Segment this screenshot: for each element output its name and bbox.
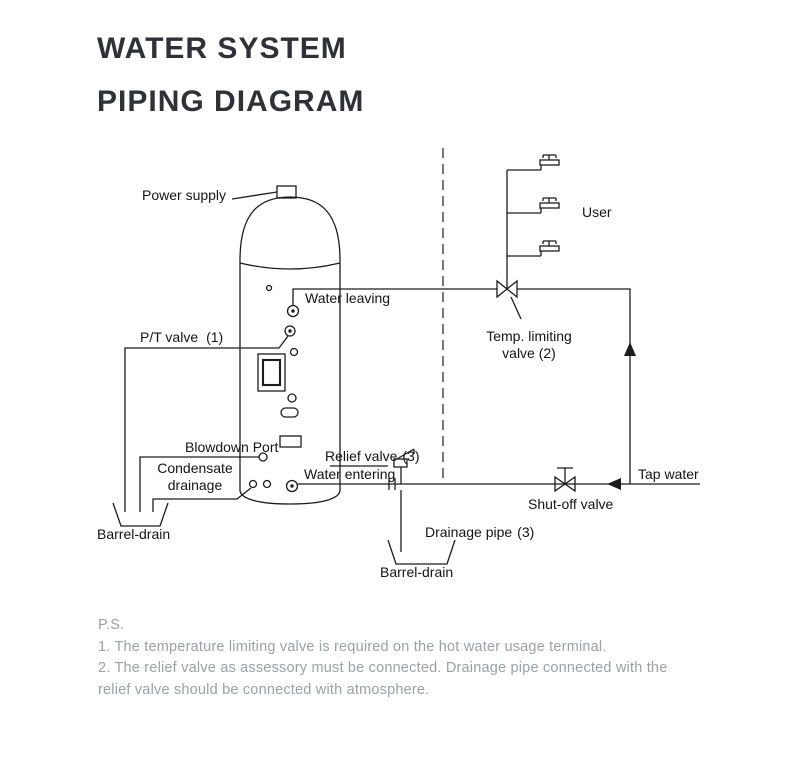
label-pt-valve-ref: (1) bbox=[206, 329, 224, 345]
water-entering-port bbox=[285, 479, 299, 493]
pt-valve-port bbox=[284, 325, 296, 337]
faucet-icon bbox=[539, 240, 560, 256]
arrow-up-icon bbox=[624, 342, 636, 356]
label-temp-limiting-valve: Temp. limiting valve (2) bbox=[481, 328, 577, 362]
nameplate-rect bbox=[279, 435, 302, 448]
note-line-2: 2. The relief valve as assessory must be… bbox=[98, 660, 668, 676]
label-water-entering: Water entering bbox=[304, 466, 396, 482]
label-relief-valve-ref: (3) bbox=[402, 448, 420, 464]
water-heater-tank bbox=[239, 185, 341, 505]
relief-valve-icon bbox=[388, 448, 415, 490]
label-tap-water: Tap water bbox=[638, 466, 699, 482]
label-temp-limiting-line1: Temp. limiting bbox=[486, 328, 572, 344]
notes: P.S. 1. The temperature limiting valve i… bbox=[98, 615, 667, 701]
label-shutoff-valve: Shut-off valve bbox=[528, 496, 614, 512]
label-condensate-line2: drainage bbox=[167, 477, 223, 493]
pipe-hot-water bbox=[292, 169, 631, 484]
shutoff-valve-icon bbox=[554, 467, 576, 493]
note-ps: P.S. bbox=[98, 617, 125, 633]
label-drainage-pipe: Drainage pipe(3) bbox=[425, 524, 534, 540]
leader-lines bbox=[231, 191, 388, 467]
label-user: User bbox=[582, 204, 612, 220]
label-condensate-line1: Condensate bbox=[157, 460, 233, 476]
nameplate-oval bbox=[280, 407, 299, 418]
sensor-port bbox=[265, 284, 273, 292]
temp-limiting-valve-icon bbox=[496, 279, 522, 320]
condensate-ports bbox=[248, 479, 272, 489]
pipe-left-drains bbox=[124, 335, 289, 512]
label-relief-valve-text: Relief valve bbox=[325, 448, 398, 464]
page-title: WATER SYSTEM PIPING DIAGRAM bbox=[97, 22, 364, 128]
label-condensate-drainage: Condensate drainage bbox=[150, 460, 240, 494]
label-pt-valve-text: P/T valve bbox=[140, 329, 199, 345]
title-line-2: PIPING DIAGRAM bbox=[97, 85, 365, 118]
label-barrel-drain-left: Barrel-drain bbox=[97, 526, 171, 542]
barrel-drain-icon-left bbox=[112, 502, 169, 527]
arrow-left-icon bbox=[607, 478, 621, 490]
label-temp-limiting-line2: valve (2) bbox=[502, 345, 556, 361]
control-panel bbox=[257, 353, 286, 392]
title-line-1: WATER SYSTEM bbox=[97, 32, 347, 65]
note-line-1: 1. The temperature limiting valve is req… bbox=[98, 638, 607, 655]
tank-top-cap bbox=[276, 185, 297, 199]
label-blowdown-port: Blowdown Port bbox=[185, 439, 279, 455]
barrel-drain-icon-right bbox=[387, 539, 456, 565]
faucet-icon bbox=[539, 154, 560, 170]
label-power-supply: Power supply bbox=[142, 187, 227, 203]
label-relief-valve: Relief valve(3) bbox=[325, 448, 420, 464]
label-barrel-drain-right: Barrel-drain bbox=[380, 564, 454, 580]
faucet-icon bbox=[539, 197, 560, 213]
label-drainage-pipe-text: Drainage pipe bbox=[425, 524, 513, 540]
label-drainage-pipe-ref: (3) bbox=[517, 524, 535, 540]
label-pt-valve: P/T valve (1) bbox=[140, 329, 223, 345]
note-line-3: relief valve should be connected with at… bbox=[98, 681, 430, 698]
water-leaving-port bbox=[286, 304, 300, 318]
label-water-leaving: Water leaving bbox=[305, 290, 391, 306]
